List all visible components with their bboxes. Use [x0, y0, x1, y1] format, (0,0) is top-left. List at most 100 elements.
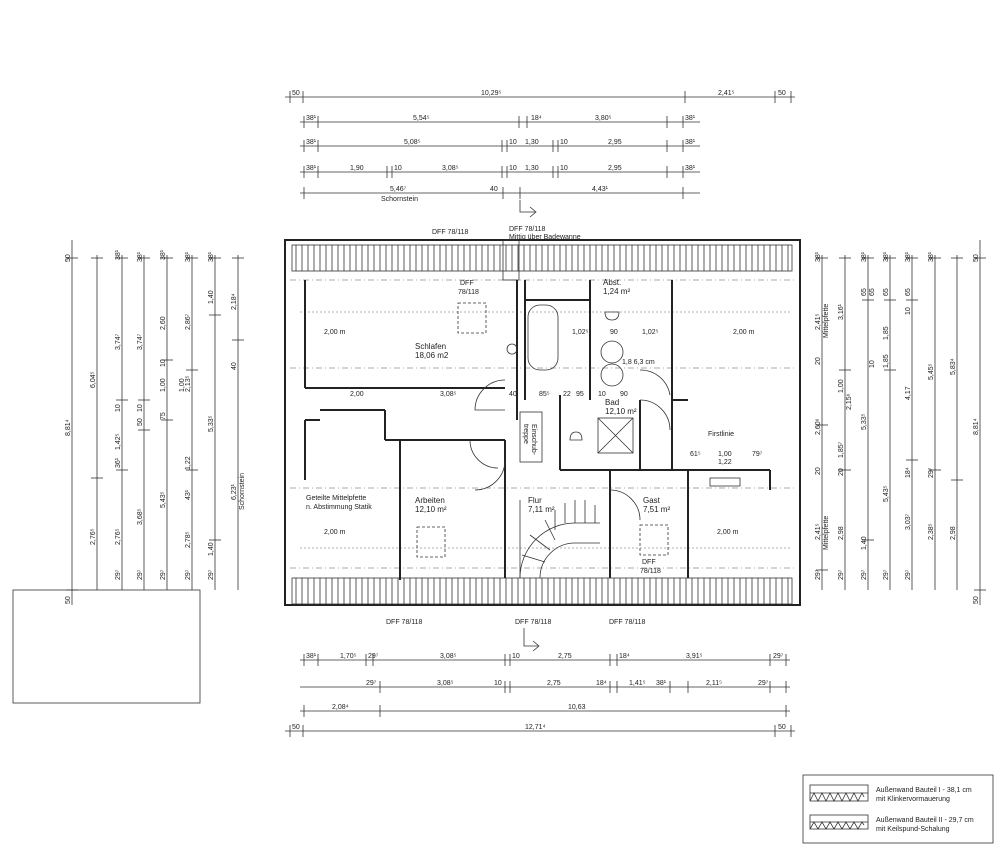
legend-text: Außenwand Bauteil II - 29,7 cm: [876, 817, 974, 824]
dim-text: 38¹: [160, 249, 167, 260]
dim-text: 38¹: [905, 251, 912, 262]
dim-text: 1,02⁵: [642, 329, 659, 336]
dim-text: 1,85: [883, 354, 890, 368]
dim-text: 29⁷: [928, 467, 935, 478]
mittig-label: Mittig über Badewanne: [509, 234, 581, 241]
dim-text: 18⁴: [619, 653, 630, 660]
note: 2,00 m: [717, 529, 739, 536]
note: 78/118: [640, 568, 661, 575]
dim-text: 10: [115, 404, 122, 412]
top-dim-2: 10,29⁵: [481, 90, 502, 97]
dim-text: 50: [137, 418, 144, 426]
top-dimensions: 50 10,29⁵ 2,41⁵ 50 38¹ 5,54⁵ 18⁴ 3,80⁵ 3…: [285, 90, 795, 218]
note: 2,00 m: [733, 329, 755, 336]
dim-text: 29⁷: [883, 569, 890, 580]
dim-text: 1,00: [160, 378, 167, 392]
dim-text: 1,85: [883, 326, 890, 340]
dim-text: 90: [610, 329, 618, 336]
dim-text: 8,81⁴: [65, 419, 72, 436]
dim-text: 65: [869, 288, 876, 296]
room-gast-area: 7,51 m²: [643, 505, 670, 514]
legend-text: mit Keilspund-Schalung: [876, 826, 950, 833]
room-schlafen: Schlafen: [415, 342, 446, 351]
dim-text: 10: [598, 391, 606, 398]
dim-text: 2,60: [160, 316, 167, 330]
dim-text: 2,95: [608, 165, 622, 172]
legend: Außenwand Bauteil I - 38,1 cm mit Klinke…: [802, 774, 994, 844]
dim-text: 20: [838, 468, 845, 476]
dim-text: 3,08⁵: [442, 165, 459, 172]
dim-text: 50: [292, 724, 300, 731]
dim-text: 5,33⁵: [208, 415, 215, 432]
toilet: [604, 311, 620, 321]
dim-text: 10: [160, 359, 167, 367]
dim-text: 95: [576, 391, 584, 398]
legend-text: mit Klinkervormauerung: [876, 796, 950, 803]
dim-text: 90: [620, 391, 628, 398]
note: 78/118: [458, 289, 479, 296]
dim-text: 10: [509, 139, 517, 146]
dim-text: 29⁷: [815, 569, 822, 580]
dim-text: 3,68⁵: [137, 508, 144, 525]
room-arbeiten: Arbeiten: [415, 496, 445, 505]
dim-text: 29⁷: [137, 569, 144, 580]
dim-text: 2,15⁶: [846, 393, 853, 410]
bottom-dimensions: 38¹ 1,70⁵ 29⁷ 3,08⁵ 10 2,75 18⁴ 3,91⁵ 29…: [285, 653, 795, 737]
dim-text: 29⁷: [838, 569, 845, 580]
dim-text: 2,76⁵: [90, 528, 97, 545]
note: n. Abstimmung Statik: [306, 504, 372, 511]
dim-text: Mittelpfette: [823, 304, 830, 338]
dim-text: 6,04⁵: [90, 371, 97, 388]
dim-text: 29⁷: [758, 680, 769, 687]
dim-text: 18⁴: [596, 680, 607, 687]
dim-text: 79⁷: [752, 451, 763, 458]
dim-text: 38¹: [656, 680, 667, 687]
dim-text: 50: [778, 724, 786, 731]
top-dim-3: 2,41⁵: [718, 90, 735, 97]
room-abst-area: 1,24 m²: [603, 287, 630, 296]
dim-text: 2,00: [350, 391, 364, 398]
dim-text: 65: [905, 288, 912, 296]
dim-text: 2,13⁵: [185, 375, 192, 392]
dim-text: 18⁴: [531, 115, 542, 122]
dim-text: 5,54⁵: [413, 115, 430, 122]
room-bad-area: 12,10 m²: [605, 407, 637, 416]
dim-text: 1,00: [179, 378, 186, 392]
dim-text: 1,30: [525, 139, 539, 146]
room-bad: Bad: [605, 398, 619, 407]
bathtub: [527, 304, 559, 371]
dim-text: 3,16¹: [838, 303, 845, 320]
dim-text: 3,08⁵: [440, 653, 457, 660]
dim-text: 2,98: [950, 526, 957, 540]
dim-text: 38¹: [185, 251, 192, 262]
note: Firstlinie: [708, 431, 734, 438]
dim-text: 10: [137, 404, 144, 412]
dim-text: 5,43⁵: [883, 485, 890, 502]
dim-text: 2,38⁵: [928, 523, 935, 540]
dim-text: 50: [65, 596, 72, 604]
dff-bottom-1: DFF 78/118: [386, 619, 423, 626]
dim-text: 29⁷: [905, 569, 912, 580]
note: 2,00 m: [324, 329, 346, 336]
dim-text: 75: [160, 412, 167, 420]
dim-text: 38¹: [137, 251, 144, 262]
dim-text: 38¹: [306, 115, 317, 122]
dim-text: 1,00: [838, 379, 845, 393]
dim-text: 2,08⁴: [332, 704, 349, 711]
dim-text: 3,08⁵: [440, 391, 457, 398]
site-box: [12, 589, 201, 704]
dim-text: 6,23¹: [231, 483, 238, 500]
dim-text: 50: [973, 596, 980, 604]
dim-text: 5,43⁵: [160, 491, 167, 508]
dim-text: 2,78⁵: [185, 531, 192, 548]
dim-text: 3,91⁵: [686, 653, 703, 660]
dim-text: 5,45⁵: [928, 363, 935, 380]
dim-text: 20: [815, 467, 822, 475]
legend-text: Außenwand Bauteil I - 38,1 cm: [876, 787, 972, 794]
dim-text: 1,40: [208, 542, 215, 556]
dim-text: 10: [560, 165, 568, 172]
dim-text: 1,22: [185, 456, 192, 470]
dim-text: 10: [494, 680, 502, 687]
note: 1,8 6,3 cm: [622, 359, 655, 366]
dim-text: 50: [973, 254, 980, 262]
